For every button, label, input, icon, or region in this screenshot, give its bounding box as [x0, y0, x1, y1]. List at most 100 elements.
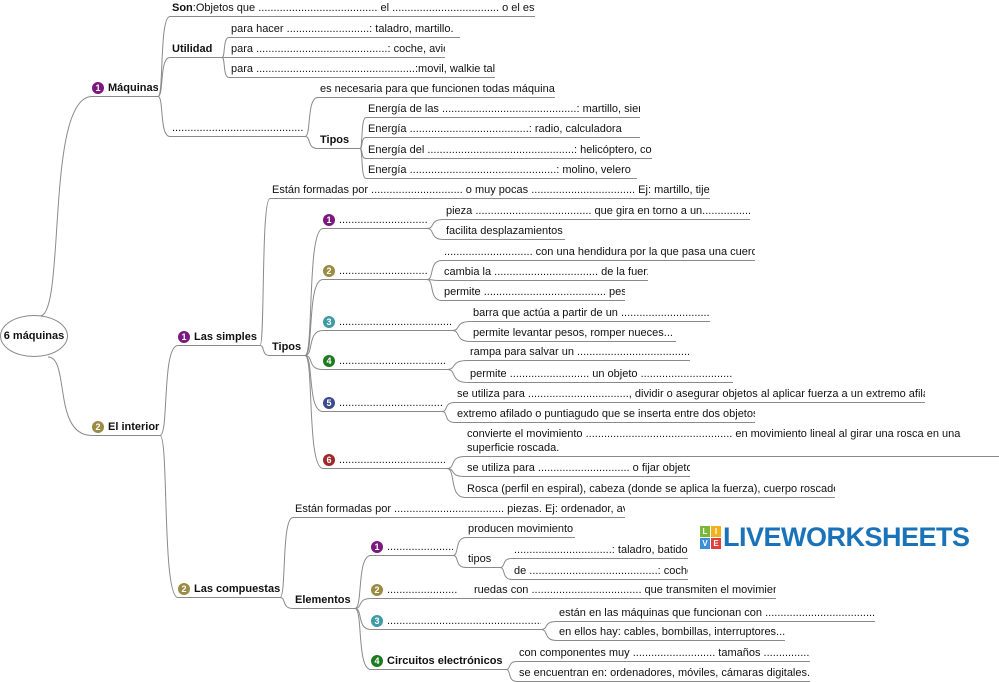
- map-node[interactable]: es necesaria para que funcionen todas má…: [318, 82, 555, 98]
- map-node[interactable]: se utiliza para ........................…: [455, 387, 925, 403]
- node-label: permite levantar pesos, romper nueces...: [473, 327, 673, 339]
- map-node[interactable]: de .....................................…: [512, 564, 688, 580]
- connector: [451, 330, 472, 342]
- connector: [354, 598, 372, 609]
- connector: [157, 57, 171, 97]
- node-label: de .....................................…: [514, 565, 688, 577]
- connector: [304, 355, 324, 469]
- connector: [441, 411, 456, 423]
- blank-node[interactable]: ................................: taladr…: [512, 543, 688, 559]
- blank-node[interactable]: ............................. con una he…: [442, 245, 755, 261]
- connector: [304, 330, 324, 356]
- node-label: Tipos: [272, 341, 302, 353]
- map-node[interactable]: extremo afilado o puntiagudo que se inse…: [455, 407, 755, 423]
- map-node[interactable]: rampa para salvar un ...................…: [468, 345, 690, 361]
- logo-blocks: L I V E: [700, 526, 721, 549]
- branch-node[interactable]: 6.......................................…: [323, 453, 447, 469]
- map-node[interactable]: permite levantar pesos, romper nueces...: [471, 326, 676, 342]
- branch-node[interactable]: 4.......................................…: [323, 354, 447, 370]
- map-node[interactable]: permite .......................... un ob…: [468, 367, 733, 383]
- connector: [505, 669, 518, 682]
- map-node[interactable]: pieza ..................................…: [444, 204, 750, 220]
- map-node[interactable]: Rosca (perfil en espiral), cabeza (donde…: [465, 482, 835, 498]
- map-node[interactable]: tipos: [466, 552, 500, 568]
- map-node[interactable]: se utiliza para ........................…: [465, 461, 690, 477]
- node-label: ........................................: [339, 454, 447, 466]
- node-label: Las compuestas: [194, 583, 280, 595]
- map-node[interactable]: están en las máquinas que funcionan con …: [557, 606, 875, 622]
- map-node[interactable]: cambia la ..............................…: [442, 265, 648, 281]
- connector: [304, 228, 324, 356]
- map-node[interactable]: permite ................................…: [442, 285, 625, 301]
- connector: [446, 369, 469, 383]
- map-node[interactable]: para hacer ...........................: …: [229, 22, 460, 38]
- connector: [451, 321, 472, 331]
- map-node[interactable]: Elementos: [293, 593, 355, 609]
- branch-node[interactable]: 1.......................: [371, 540, 453, 556]
- map-node[interactable]: Están formadas por .....................…: [270, 183, 710, 199]
- number-badge-icon: 1: [371, 541, 383, 553]
- connector: [452, 537, 467, 556]
- logo-block: E: [711, 538, 721, 549]
- map-node[interactable]: Utilidad: [170, 42, 222, 58]
- node-label: Energía de las .........................…: [368, 103, 640, 115]
- map-node[interactable]: con componentes muy ....................…: [517, 646, 810, 662]
- blank-node[interactable]: ........................................…: [170, 121, 305, 137]
- map-node[interactable]: Tipos: [318, 133, 360, 149]
- map-node[interactable]: convierte el movimiento ................…: [465, 427, 999, 457]
- node-label: tipos: [468, 553, 492, 565]
- node-label: ........................................: [339, 316, 452, 328]
- map-node[interactable]: barra que actúa a partir de un .........…: [471, 306, 710, 322]
- branch-node[interactable]: 1..............................: [323, 213, 427, 229]
- map-node[interactable]: Energía del ............................…: [366, 143, 652, 159]
- node-label: ........................................…: [387, 615, 541, 627]
- root-label: 6 máquinas: [3, 330, 65, 342]
- node-label: Tipos: [320, 134, 350, 146]
- node-label: cambia la ..............................…: [444, 266, 648, 278]
- map-node[interactable]: Son:Objetos que ........................…: [170, 1, 535, 17]
- connector: [446, 468, 466, 498]
- map-node[interactable]: ruedas con .............................…: [472, 583, 776, 599]
- branch-node[interactable]: 2..............................: [323, 264, 427, 280]
- node-label: .......................: [387, 541, 453, 553]
- number-badge-icon: 1: [178, 331, 190, 343]
- map-node[interactable]: para ...................................…: [229, 62, 495, 78]
- root-node[interactable]: 6 máquinas: [0, 315, 68, 357]
- map-node[interactable]: Energía de las .........................…: [366, 102, 640, 118]
- connector: [304, 355, 324, 412]
- node-label: rampa para salvar un ...................…: [470, 346, 690, 358]
- map-node[interactable]: en ellos hay: cables, bombillas, interru…: [557, 625, 785, 641]
- node-label: producen movimiento: [468, 523, 574, 535]
- node-label: Elementos: [295, 594, 351, 606]
- map-node[interactable]: Energía ................................…: [366, 163, 637, 179]
- logo-block: V: [700, 538, 710, 549]
- node-label: Utilidad: [172, 43, 213, 55]
- connector: [426, 279, 443, 301]
- node-label: Máquinas: [108, 82, 158, 94]
- connector: [47, 356, 93, 436]
- branch-node[interactable]: 3.......................................…: [371, 614, 541, 630]
- map-node[interactable]: Tipos: [270, 340, 305, 356]
- node-label: para ...................................…: [231, 63, 495, 75]
- node-label: con componentes muy ....................…: [519, 647, 810, 659]
- map-node[interactable]: se encuentran en: ordenadores, móviles, …: [517, 666, 810, 682]
- branch-node[interactable]: 2.......................: [371, 583, 459, 599]
- map-node[interactable]: Energía ................................…: [366, 122, 640, 138]
- connector: [259, 345, 271, 356]
- map-node[interactable]: para ...................................…: [229, 42, 445, 58]
- number-badge-icon: 6: [323, 454, 335, 466]
- connector: [157, 96, 171, 137]
- connector: [426, 219, 445, 229]
- map-node[interactable]: producen movimiento: [466, 522, 575, 538]
- connector: [499, 558, 513, 568]
- branch-node[interactable]: 5....................................: [323, 396, 442, 412]
- map-node[interactable]: Están formadas por .....................…: [293, 502, 625, 518]
- node-label: están en las máquinas que funcionan con …: [559, 607, 875, 619]
- map-node[interactable]: facilita desplazamientos: [444, 224, 565, 240]
- branch-node[interactable]: 3.......................................…: [323, 315, 452, 331]
